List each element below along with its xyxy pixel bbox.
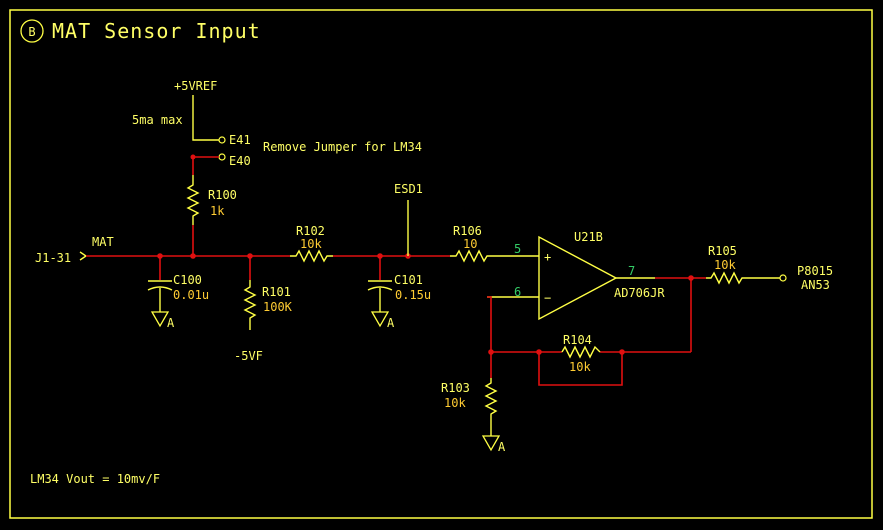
title-badge: B <box>28 25 35 39</box>
junction <box>190 154 196 160</box>
title-block: B MAT Sensor Input <box>20 19 261 43</box>
lm34-note: LM34 Vout = 10mv/F <box>30 472 160 486</box>
e41-label: E41 <box>229 133 251 147</box>
r100-value: 1k <box>210 204 225 218</box>
r103-value: 10k <box>444 396 466 410</box>
input-net-label: MAT <box>92 235 114 249</box>
junction <box>488 349 494 355</box>
r105-ref: R105 <box>708 244 737 258</box>
resistor-r103: A R103 10k <box>441 378 506 454</box>
ground-icon <box>370 311 390 328</box>
pin-out: 7 <box>628 264 635 278</box>
ground-label: A <box>387 316 395 330</box>
e40-wire <box>192 156 219 175</box>
e40-pad <box>218 153 226 161</box>
page-title: MAT Sensor Input <box>52 19 261 43</box>
r106-body <box>450 249 493 263</box>
output-terminal <box>779 274 787 282</box>
input-connector: J1-31 MAT <box>35 235 114 265</box>
r105-body <box>706 271 752 285</box>
c101-ref: C101 <box>394 273 423 287</box>
output-ref-label: P8015 <box>797 264 833 278</box>
capacitor-c101: A C101 0.15u <box>367 256 431 330</box>
ground-label: A <box>167 316 175 330</box>
inverting-wire <box>487 296 492 378</box>
r101-body <box>243 280 257 330</box>
esd-device: ESD1 <box>394 182 423 256</box>
resistor-r101: R101 100K -5VF <box>234 256 293 363</box>
r104-ref: R104 <box>563 333 592 347</box>
junction <box>190 253 196 259</box>
plus-symbol: + <box>544 250 551 264</box>
max-current-label: 5ma max <box>132 113 183 127</box>
c100-ref: C100 <box>173 273 202 287</box>
r100-body <box>186 175 200 225</box>
resistor-r104: R104 10k <box>561 333 601 374</box>
c100-plate-bottom <box>147 286 173 291</box>
u21-part: AD706JR <box>614 286 665 300</box>
feedback-loop-box <box>538 352 623 386</box>
resistor-r105: R105 10k P8015 AN53 <box>706 244 833 292</box>
r102-ref: R102 <box>296 224 325 238</box>
r103-body <box>484 378 498 436</box>
r102-body <box>290 249 333 263</box>
r105-value: 10k <box>714 258 736 272</box>
resistor-r102: R102 10k <box>290 224 333 263</box>
r103-ref: R103 <box>441 381 470 395</box>
r104-value: 10k <box>569 360 591 374</box>
e40-label: E40 <box>229 154 251 168</box>
minus-symbol: − <box>544 291 551 305</box>
input-connector-label: J1-31 <box>35 251 71 265</box>
vref-supply: +5VREF 5ma max <box>132 79 219 141</box>
resistor-r100: R100 1k <box>186 175 237 256</box>
ground-icon <box>150 311 170 328</box>
vref-wire <box>192 95 219 141</box>
vref-label: +5VREF <box>174 79 217 93</box>
r100-ref: R100 <box>208 188 237 202</box>
e41-pad <box>218 136 226 144</box>
jumper-note: Remove Jumper for LM34 <box>263 140 422 154</box>
opamp-u21b: + − 5 6 7 U21B AD706JR <box>487 230 665 321</box>
c100-value: 0.01u <box>173 288 209 302</box>
r101-ref: R101 <box>262 285 291 299</box>
pin-in-minus: 6 <box>514 285 521 299</box>
r106-ref: R106 <box>453 224 482 238</box>
ground-label: A <box>498 440 506 454</box>
c101-value: 0.15u <box>395 288 431 302</box>
ground-icon <box>481 435 501 452</box>
esd-label: ESD1 <box>394 182 423 196</box>
u21-ref: U21B <box>574 230 603 244</box>
r106-value: 10 <box>463 237 477 251</box>
c101-plate-bottom <box>367 286 393 291</box>
border-frame <box>9 9 873 519</box>
r102-value: 10k <box>300 237 322 251</box>
resistor-r106: R106 10 <box>450 224 493 263</box>
vneg-label: -5VF <box>234 349 263 363</box>
jumper-e40-e41: E41 E40 Remove Jumper for LM34 <box>190 133 422 175</box>
r101-value: 100K <box>263 300 293 314</box>
title-badge-circle <box>20 19 44 43</box>
input-connector-arrow <box>79 251 88 261</box>
output-net-label: AN53 <box>801 278 830 292</box>
opamp-triangle <box>538 235 618 321</box>
r104-body <box>561 345 601 359</box>
capacitor-c100: A C100 0.01u <box>147 256 209 330</box>
pin-in-plus: 5 <box>514 242 521 256</box>
